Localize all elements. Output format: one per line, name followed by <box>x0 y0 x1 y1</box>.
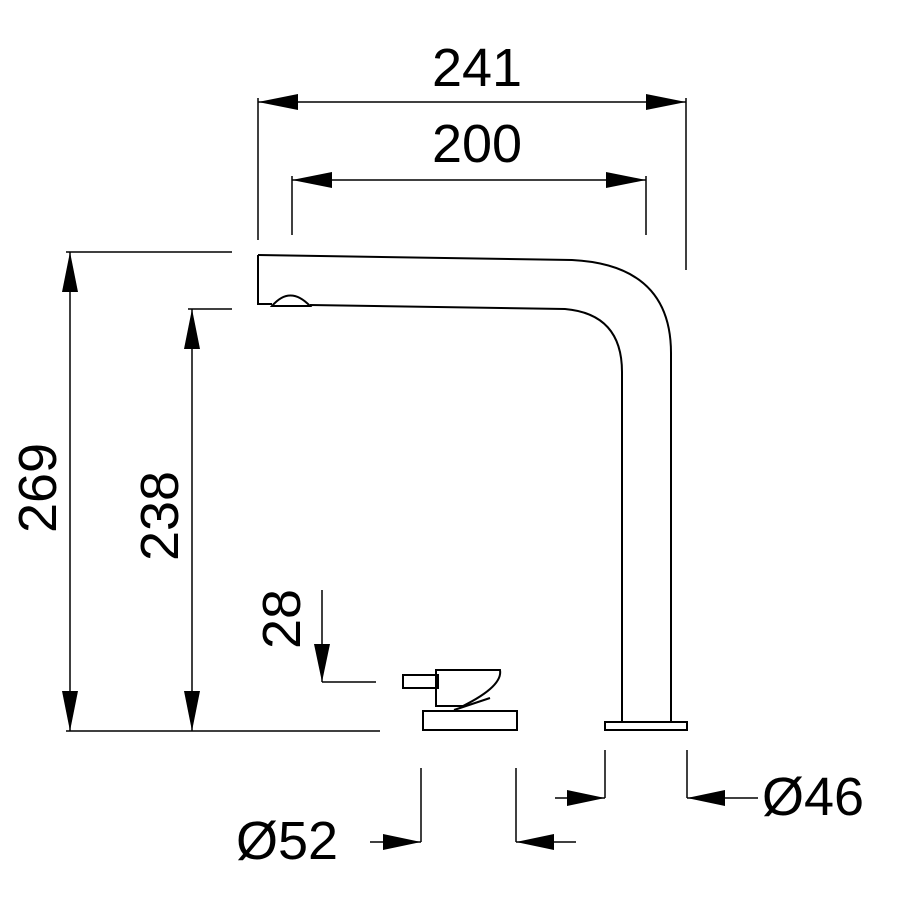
lever-base <box>422 710 518 731</box>
arrowhead-left <box>258 94 298 110</box>
dimension-label-28: 28 <box>252 589 312 649</box>
dimension-lever-height: 28 <box>252 589 376 683</box>
dimension-overall-height: 269 <box>8 251 380 732</box>
arrowhead-left <box>292 172 332 188</box>
arrowhead-bottom <box>62 691 78 731</box>
spout-outer-contour <box>257 254 673 722</box>
lever-stem-line <box>453 697 491 711</box>
arrowhead-right <box>567 790 605 806</box>
dimension-spout-reach: 200 <box>291 114 647 235</box>
dimension-overall-width: 241 <box>257 38 687 270</box>
arrowhead-right <box>606 172 646 188</box>
dimension-label-241: 241 <box>432 38 522 98</box>
dimension-label-238: 238 <box>130 471 190 561</box>
dimension-label-269: 269 <box>8 443 68 533</box>
faucet-outline <box>257 254 688 731</box>
dimension-label-200: 200 <box>432 114 522 174</box>
arrowhead-left <box>516 834 554 850</box>
spout-base-plate <box>604 721 688 731</box>
arrowhead-right <box>646 94 686 110</box>
arrowhead-right <box>383 834 421 850</box>
dimension-label-diameter-46: Ø46 <box>762 767 864 827</box>
lever-valve <box>402 669 518 731</box>
arrowhead-down <box>314 644 330 682</box>
aerator <box>269 294 313 307</box>
dimension-label-diameter-52: Ø52 <box>236 811 338 871</box>
spout-tip <box>257 255 272 305</box>
dimension-lever-base-diameter: Ø52 <box>236 768 576 871</box>
dimension-spout-base-diameter: Ø46 <box>555 750 864 827</box>
lever-handle-stem <box>402 674 439 689</box>
arrowhead-bottom <box>184 691 200 731</box>
spout-inner-contour <box>309 304 623 722</box>
dimension-spout-height: 238 <box>130 308 232 731</box>
arrowhead-top <box>62 252 78 292</box>
lever-body <box>435 669 502 707</box>
arrowhead-left <box>687 790 725 806</box>
arrowhead-top <box>184 309 200 349</box>
